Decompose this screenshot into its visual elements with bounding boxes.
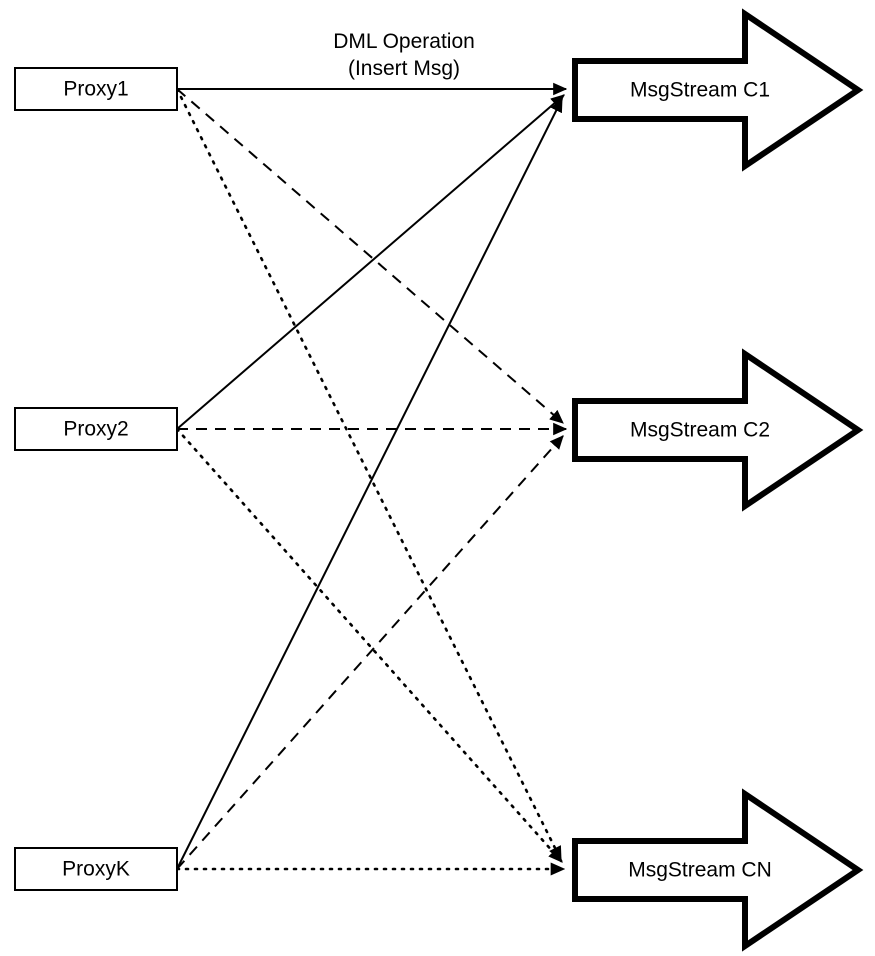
stream-label: MsgStream CN xyxy=(628,859,772,882)
proxy-label: Proxy2 xyxy=(63,418,128,441)
block-arrow-icon xyxy=(572,8,864,172)
stream-node-c1[interactable]: MsgStream C1 xyxy=(572,8,864,172)
proxy-node-proxy1[interactable]: Proxy1 xyxy=(14,67,178,111)
edge-caption-line1: DML Operation xyxy=(333,30,475,53)
proxy-box-rect xyxy=(14,847,178,891)
stream-label: MsgStream C2 xyxy=(630,419,770,442)
proxy-node-proxy2[interactable]: Proxy2 xyxy=(14,407,178,451)
edge-group-to-cn xyxy=(175,87,566,876)
edge-group-to-c2 xyxy=(176,88,568,870)
proxy-box-rect xyxy=(14,67,178,111)
edge-proxy2-to-cn xyxy=(175,427,564,864)
block-arrow-icon xyxy=(572,348,864,512)
stream-label: MsgStream C1 xyxy=(630,79,770,102)
edge-proxy1-to-c2 xyxy=(176,88,564,424)
edge-proxyk-to-c2 xyxy=(176,435,564,870)
stream-node-c2[interactable]: MsgStream C2 xyxy=(572,348,864,512)
proxy-node-proxyk[interactable]: ProxyK xyxy=(14,847,178,891)
block-arrow-icon xyxy=(572,788,864,952)
proxy-label: Proxy1 xyxy=(63,78,128,101)
edge-proxyk-to-c1 xyxy=(176,97,563,870)
edge-proxy2-to-c1 xyxy=(176,94,565,430)
proxy-label: ProxyK xyxy=(62,858,130,881)
edge-proxy1-to-cn xyxy=(175,87,563,862)
edge-group-to-c1 xyxy=(176,82,568,870)
stream-node-cn[interactable]: MsgStream CN xyxy=(572,788,864,952)
edge-caption: DML Operation (Insert Msg) xyxy=(333,30,475,80)
proxy-box-rect xyxy=(14,407,178,451)
edge-caption-line2: (Insert Msg) xyxy=(348,57,460,80)
